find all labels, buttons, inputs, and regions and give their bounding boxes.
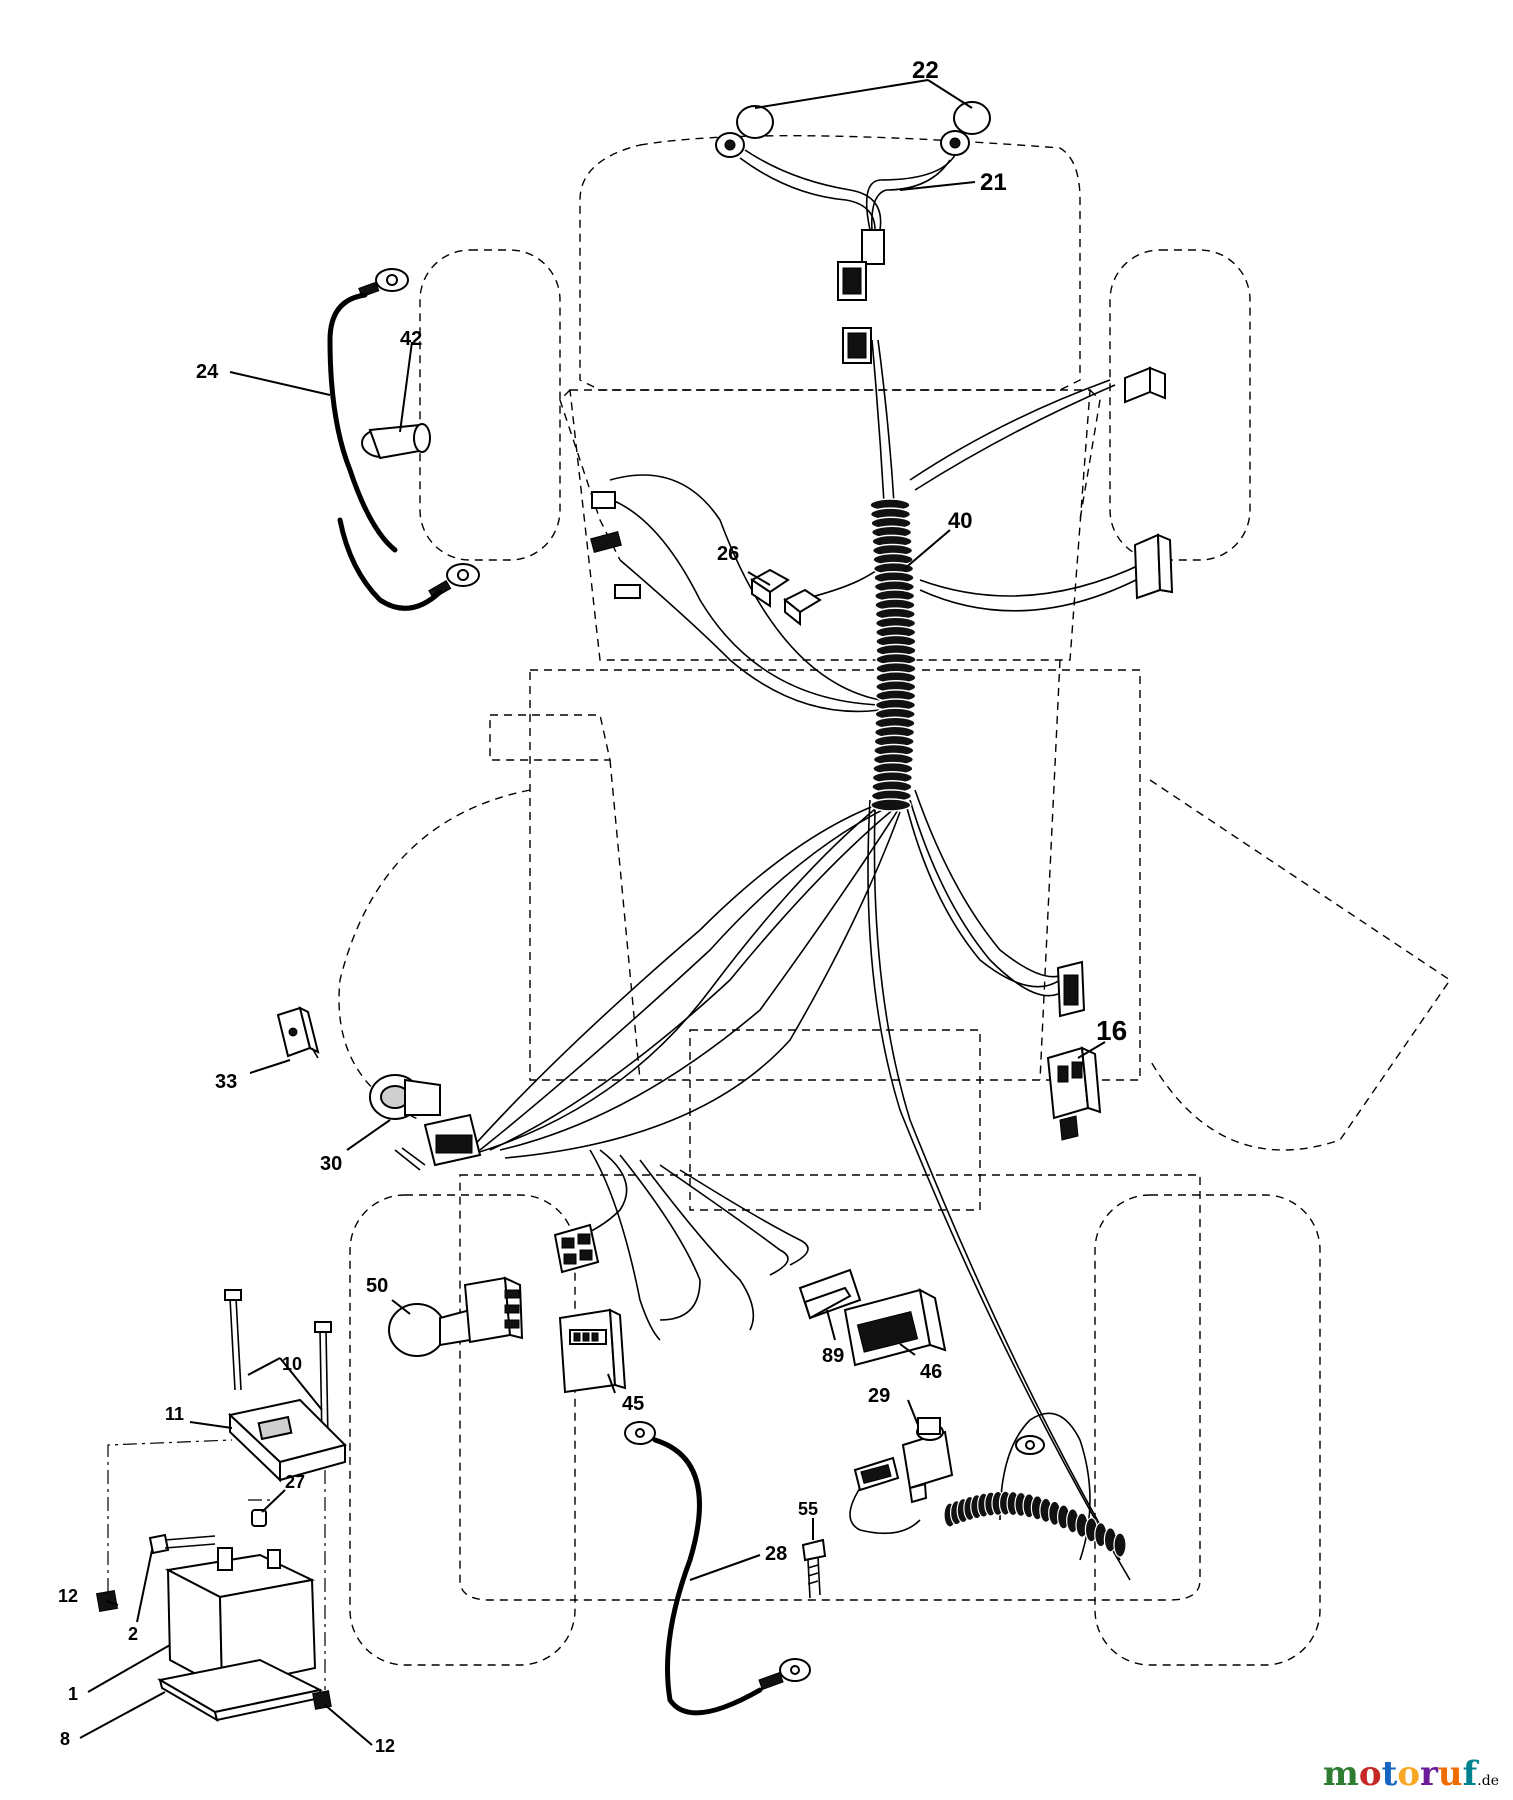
battery-hold-down-bracket <box>227 1398 347 1483</box>
coiled-cable <box>849 1435 1127 1558</box>
watermark-letter: t <box>1381 1754 1398 1794</box>
watermark-letter: m <box>1322 1754 1359 1794</box>
callout-16: 16 <box>1096 1015 1127 1046</box>
ground-cable <box>327 268 480 611</box>
callout-labels: 22 21 24 42 40 26 16 33 30 50 10 11 27 1… <box>58 57 1127 1756</box>
callout-11: 11 <box>165 1404 184 1424</box>
harness-plug <box>553 1223 600 1274</box>
coil-loop <box>1113 1532 1127 1558</box>
starter-solenoid <box>901 1417 954 1504</box>
brake-switch-connector <box>1056 960 1086 1018</box>
pto-knob <box>388 1303 471 1357</box>
callout-24: 24 <box>196 361 219 383</box>
wire-conduit <box>869 498 917 812</box>
callout-29: 29 <box>868 1385 890 1407</box>
harness-wires <box>469 339 1156 1581</box>
callout-22: 22 <box>912 57 939 84</box>
assembly-guides <box>107 1439 326 1690</box>
hour-meter <box>558 1308 627 1394</box>
pto-switch <box>463 1276 524 1344</box>
watermark-letter: o <box>1358 1754 1382 1794</box>
callout-2: 2 <box>128 1624 138 1644</box>
leader-lines <box>79 79 1106 1746</box>
headlight-bulb-left <box>715 105 774 158</box>
headlight-bulb-right <box>940 101 991 156</box>
callout-45: 45 <box>622 1393 644 1415</box>
watermark-letter: u <box>1437 1754 1463 1794</box>
battery-tray <box>157 1658 324 1723</box>
callout-30: 30 <box>320 1153 342 1175</box>
relay-switch <box>1046 1046 1102 1141</box>
seat-switch-connector <box>1124 366 1166 404</box>
callout-26: 26 <box>717 543 739 565</box>
pto-switch-connector <box>1133 533 1174 600</box>
battery <box>164 1547 317 1690</box>
callout-50: 50 <box>366 1275 388 1297</box>
conduit-ring <box>870 798 912 812</box>
headlight-harness <box>739 149 956 301</box>
watermark-letter: o <box>1397 1754 1420 1794</box>
watermark-logo: motoruf.de <box>1323 1754 1499 1794</box>
battery-bolt <box>148 1533 216 1555</box>
callout-89: 89 <box>822 1345 844 1367</box>
watermark-letters: motoruf <box>1323 1754 1477 1794</box>
callout-1: 1 <box>68 1684 78 1704</box>
callout-12-left: 12 <box>58 1586 78 1606</box>
bolt <box>801 1538 827 1599</box>
ignition-key <box>276 1006 320 1059</box>
callout-28: 28 <box>765 1543 787 1565</box>
tractor-outline <box>338 135 1451 1666</box>
callout-33: 33 <box>215 1071 237 1093</box>
callout-42: 42 <box>400 328 422 350</box>
callout-10: 10 <box>282 1354 302 1374</box>
battery-cable <box>624 1421 811 1716</box>
harness-connector-left <box>590 491 641 599</box>
callout-12-right: 12 <box>375 1736 395 1756</box>
watermark-suffix: .de <box>1477 1773 1499 1789</box>
ignition-switch <box>369 1074 482 1171</box>
callout-46: 46 <box>920 1361 942 1383</box>
watermark-letter: f <box>1462 1754 1478 1794</box>
battery-hold-down-rods <box>224 1289 332 1441</box>
terminal-boot <box>361 423 431 460</box>
callout-40: 40 <box>948 508 972 533</box>
harness-headlight-connector <box>842 327 872 364</box>
fuse-connector <box>750 568 822 627</box>
callout-27: 27 <box>285 1472 305 1492</box>
mounting-clip-right <box>312 1690 332 1710</box>
callout-21: 21 <box>980 169 1007 196</box>
meter-bracket <box>798 1268 862 1320</box>
gauge-meter <box>843 1288 947 1367</box>
callout-55: 55 <box>798 1499 818 1519</box>
callout-8: 8 <box>60 1729 70 1749</box>
battery-nut <box>251 1509 267 1527</box>
watermark-letter: r <box>1420 1754 1438 1794</box>
